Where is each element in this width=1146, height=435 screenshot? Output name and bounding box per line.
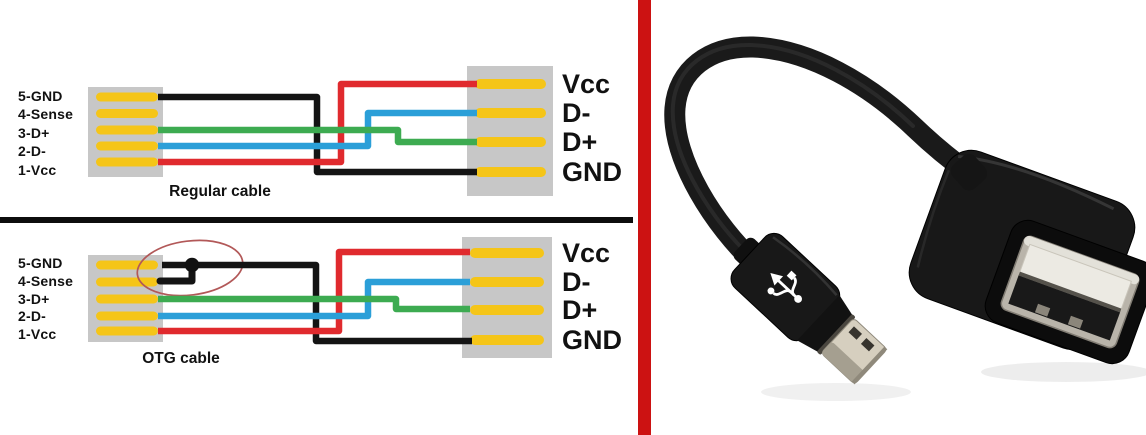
diagram-caption: Regular cable [169, 183, 271, 200]
port-contact [1034, 303, 1051, 317]
separator-line [0, 217, 633, 223]
pin [96, 326, 158, 336]
divider-bar [638, 0, 651, 435]
diagram-caption: OTG cable [142, 350, 220, 367]
pin [96, 157, 158, 167]
bus-label: Vcc [562, 238, 610, 268]
shadow [761, 383, 911, 401]
cable-highlight [670, 42, 915, 260]
pin [470, 248, 544, 258]
pin-label: 5-GND [18, 255, 63, 271]
usb-trident-icon [767, 270, 803, 303]
wire-dplus [158, 126, 477, 146]
pin-label: 4-Sense [18, 106, 73, 122]
strain-relief [950, 154, 988, 191]
wire-vcc [158, 80, 477, 166]
micro-usb-neck [797, 295, 853, 353]
bus-label: D- [562, 98, 591, 128]
pin [96, 260, 158, 270]
usb-a-port [984, 219, 1146, 365]
pin [470, 305, 544, 315]
pin [96, 294, 158, 304]
body-highlight [916, 169, 951, 268]
bus-label: GND [562, 325, 622, 355]
tip-seam [817, 314, 855, 355]
pin [475, 167, 546, 177]
body-highlight [772, 236, 838, 296]
pin [470, 335, 544, 345]
wire-gnd [162, 261, 472, 345]
pin-label: 1-Vcc [18, 162, 56, 178]
wire-gnd [158, 93, 477, 176]
pin [475, 108, 546, 118]
tongue-edge [1018, 271, 1122, 313]
wiring-diagram-panel: 5-GND 4-Sense 3-D+ 2-D- 1-Vcc Vcc D- D+ … [0, 66, 633, 367]
pin [96, 92, 158, 102]
pin-label: 3-D+ [18, 125, 50, 141]
pin [96, 109, 158, 118]
pin-label: 2-D- [18, 308, 46, 324]
pin-label: 1-Vcc [18, 326, 56, 342]
cable-collar [733, 237, 763, 267]
strain-relief-boot [950, 154, 988, 191]
pin [475, 79, 546, 89]
port-cavity [1008, 275, 1121, 341]
panel-divider [638, 0, 651, 435]
bus-label: Vcc [562, 69, 610, 99]
pin [96, 125, 158, 135]
pin-label: 2-D- [18, 143, 46, 159]
pin-label: 5-GND [18, 88, 63, 104]
pin [96, 311, 158, 321]
pin [470, 277, 544, 287]
shadow [981, 362, 1146, 382]
pin [96, 141, 158, 151]
pin [96, 277, 158, 287]
wire-dplus [158, 295, 470, 313]
tip-shade [822, 342, 865, 384]
wire-vcc [158, 248, 470, 335]
bus-label: D- [562, 267, 591, 297]
port-contact [1067, 315, 1084, 329]
bus-label: D+ [562, 127, 597, 157]
bus-label: GND [562, 157, 622, 187]
otg-cable-photo [651, 0, 1146, 435]
tip-slot [848, 326, 863, 340]
cable [664, 36, 980, 273]
pin [475, 137, 546, 147]
diagram-regular-cable: 5-GND 4-Sense 3-D+ 2-D- 1-Vcc Vcc D- D+ … [18, 66, 622, 200]
tip-slot [860, 337, 875, 352]
bus-label: D+ [562, 295, 597, 325]
tip-end-edge [851, 346, 888, 385]
otg-jumper-annotation-ellipse [136, 239, 244, 297]
port-rim-highlight [1024, 235, 1140, 285]
diagram-otg-cable: 5-GND 4-Sense 3-D+ 2-D- 1-Vcc Vcc D- D+ … [18, 237, 622, 367]
pin-label: 3-D+ [18, 291, 50, 307]
pin-label: 4-Sense [18, 273, 73, 289]
junction-dot [184, 257, 200, 273]
micro-usb-connector [730, 232, 888, 385]
